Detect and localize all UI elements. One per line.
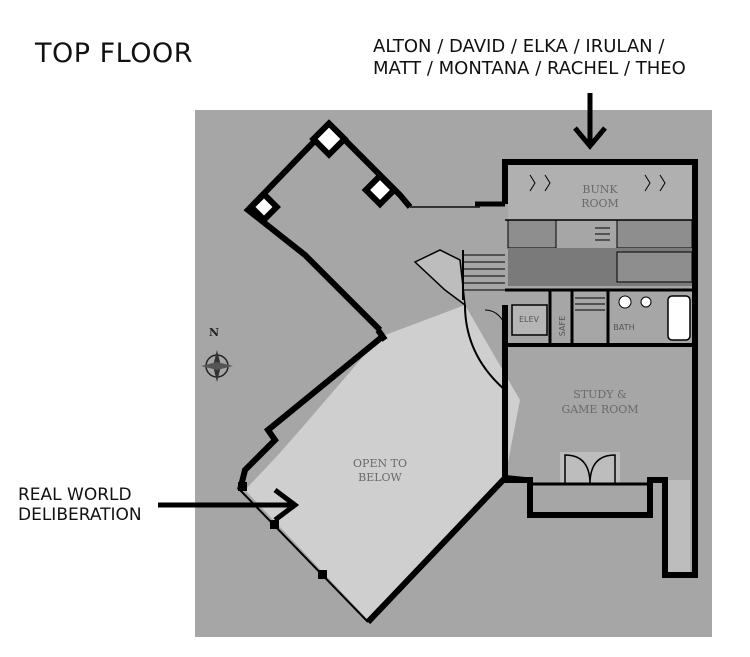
- real-world-line-1: REAL WORLD: [18, 485, 132, 505]
- real-world-deliberation-label: REAL WORLD DELIBERATION: [18, 485, 142, 525]
- compass-rose: [201, 350, 233, 382]
- open-to-below-area: [245, 305, 520, 620]
- bunk-room-label-1: BUNK: [582, 183, 618, 196]
- compass-north-label: N: [209, 326, 219, 339]
- open-to-below-label-1: OPEN TO: [353, 457, 407, 470]
- safe-label: SAFE: [558, 316, 567, 336]
- floor-title: TOP FLOOR: [35, 38, 193, 69]
- deliberation-arrow-head: [273, 488, 300, 522]
- bunk-room-label-2: ROOM: [581, 197, 619, 210]
- real-world-line-2: DELIBERATION: [18, 505, 142, 525]
- bunk-occupants-label: ALTON / DAVID / ELKA / IRULAN / MATT / M…: [373, 36, 686, 80]
- diagonal-wing-wall: [243, 122, 383, 333]
- occupants-line-1: ALTON / DAVID / ELKA / IRULAN /: [373, 36, 665, 57]
- bunk-arrow-head: [573, 126, 607, 150]
- elevator-label: ELEV: [519, 315, 540, 324]
- double-door: [564, 454, 616, 485]
- bath-label: BATH: [613, 323, 634, 332]
- lower-left-wall: [237, 334, 384, 491]
- study-label-1: STUDY &: [573, 388, 627, 401]
- open-to-below-label-2: BELOW: [358, 471, 402, 484]
- elevator: [511, 304, 548, 336]
- bunk-bed-right: [616, 219, 693, 249]
- diagonal-wing-wall-upper: [327, 122, 413, 209]
- study-label-2: GAME ROOM: [561, 403, 638, 416]
- bunk-bed-left: [507, 219, 557, 249]
- occupants-line-2: MATT / MONTANA / RACHEL / THEO: [373, 58, 686, 79]
- bathtub: [667, 295, 691, 341]
- main-block-wall: [502, 159, 698, 578]
